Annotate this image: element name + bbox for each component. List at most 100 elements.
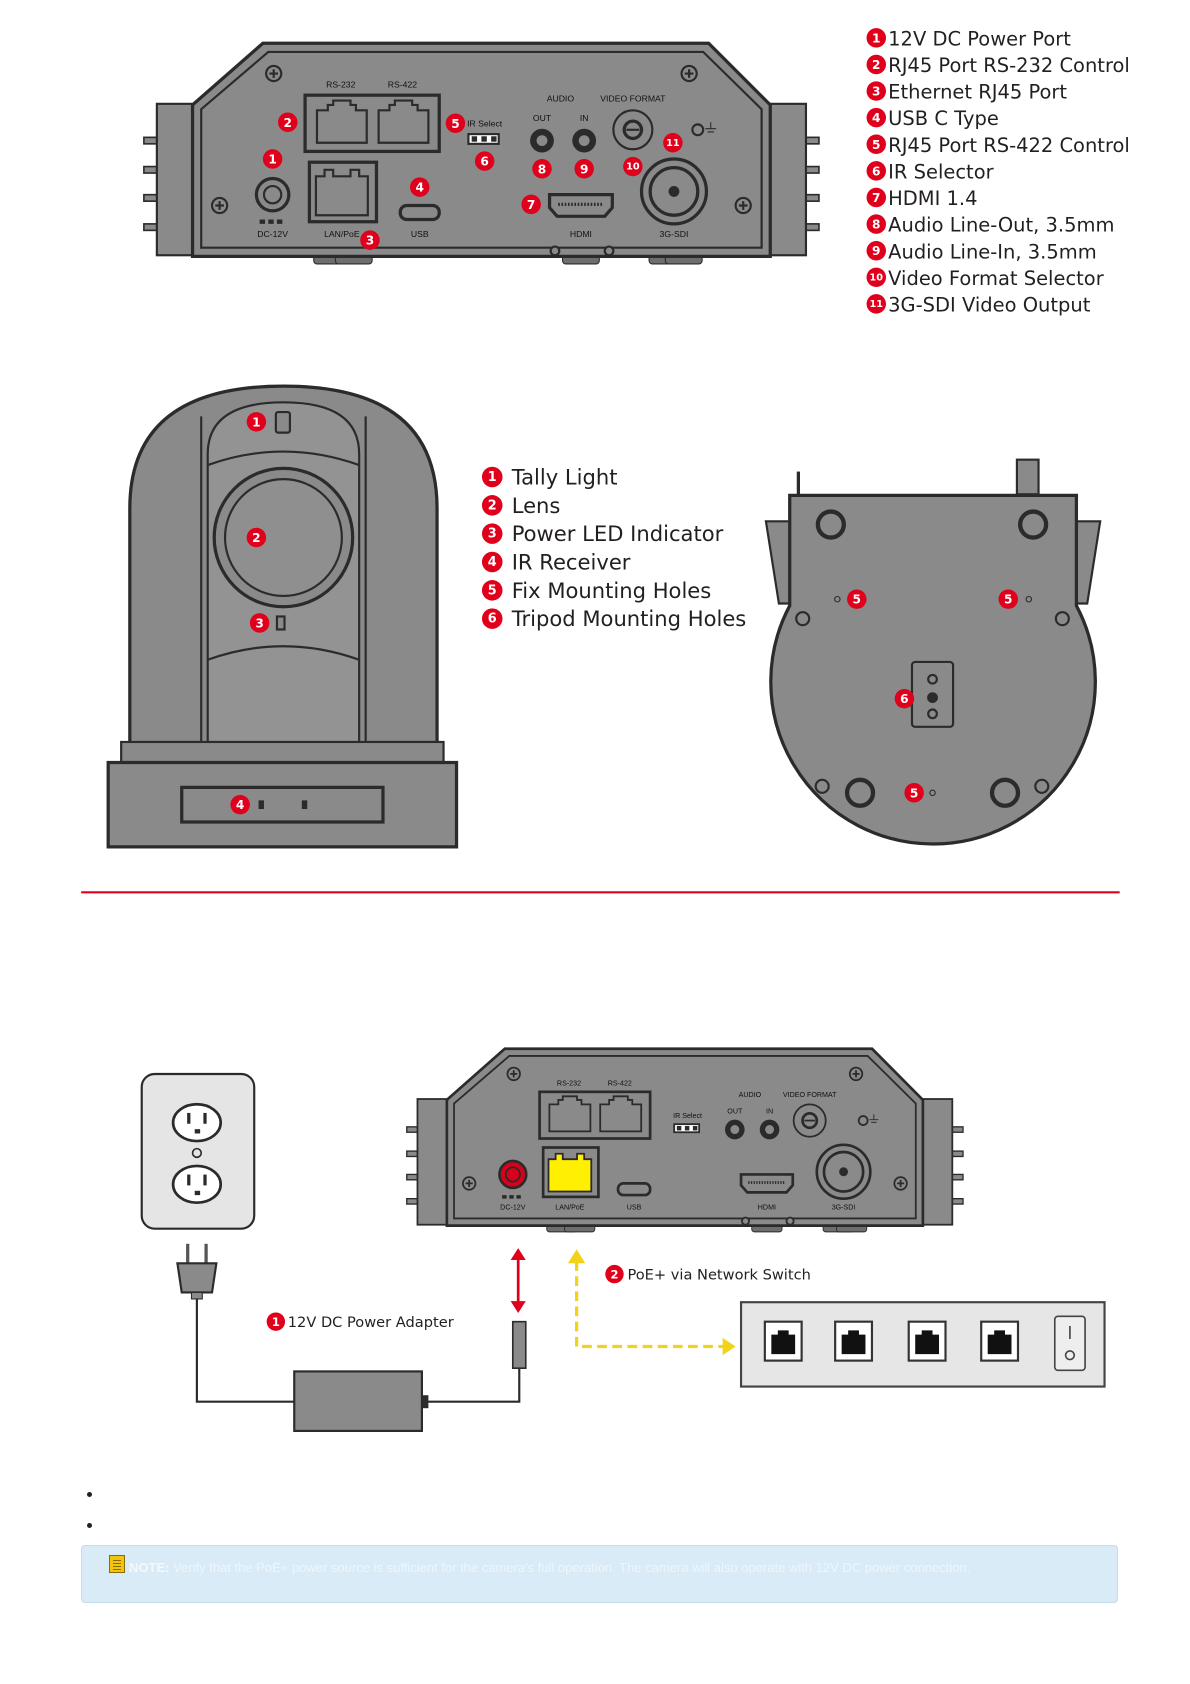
audio-out-jack-center	[536, 135, 548, 147]
badge-circle	[410, 177, 430, 197]
socket	[171, 1164, 223, 1205]
hdmi-label: HDMI	[758, 1203, 776, 1211]
callout-badge: 7	[521, 194, 541, 215]
power-plug	[176, 1243, 218, 1300]
badge-number: 2	[284, 116, 292, 130]
rs232-port	[315, 99, 368, 144]
ir-receiver	[301, 800, 308, 810]
badge-number: 6	[872, 164, 880, 178]
badge-number: 4	[872, 111, 880, 125]
head-seam	[207, 645, 360, 661]
screw	[1034, 778, 1050, 794]
callout-badge: 5	[998, 589, 1018, 609]
usb-c-port	[616, 1182, 652, 1197]
callout-badge: 6	[866, 161, 887, 181]
rs422-label: RS-422	[608, 1080, 632, 1088]
ground-icon	[869, 1114, 879, 1123]
ethernet-port-icon	[915, 1330, 940, 1355]
audio-in-jack-center	[578, 135, 590, 147]
screw-slot	[852, 1070, 860, 1078]
audio-in-jack-center	[765, 1125, 775, 1135]
usb-label: USB	[411, 229, 429, 239]
tripod-hole	[927, 673, 938, 685]
badge-circle	[866, 107, 887, 128]
panel-inner-edge	[200, 50, 763, 249]
badge-circle	[866, 267, 887, 288]
rs232-label: RS-232	[557, 1080, 581, 1088]
callout-badge: 2	[866, 54, 887, 75]
callout-badge: 3	[360, 230, 380, 250]
badge-number: 11	[666, 138, 680, 149]
legend-label: RJ45 Port RS-232 Control	[888, 54, 1130, 77]
note-body: Verify that the PoE+ power source is suf…	[173, 1560, 971, 1575]
badge-circle	[663, 133, 683, 153]
ir-select-label: IR Select	[673, 1112, 702, 1120]
screw-slot	[897, 1179, 905, 1187]
audio-label: AUDIO	[739, 1091, 762, 1099]
callout-badge: 6	[894, 688, 915, 709]
legend-label: Lens	[512, 493, 561, 518]
video-format-label: VIDEO FORMAT	[783, 1091, 837, 1099]
badge-number: 8	[538, 162, 546, 176]
badge-circle	[866, 54, 887, 75]
callout-badge: 5	[866, 134, 887, 155]
poe-arrow	[567, 1249, 736, 1356]
legend-label: Fix Mounting Holes	[512, 578, 712, 603]
lan-label: LAN/PoE	[324, 229, 360, 239]
callout-badge: 2	[278, 112, 298, 132]
ir-switch-pos	[676, 1125, 682, 1131]
tripod-hole	[927, 708, 938, 720]
callout-badge: 1	[266, 1312, 286, 1331]
callout-badge: 11	[663, 133, 683, 153]
ir-switch-pos	[471, 136, 478, 142]
badge-number: 8	[872, 218, 880, 232]
rs422-port	[377, 99, 430, 144]
badge-circle	[605, 1264, 624, 1284]
screw-slot	[684, 69, 694, 78]
socket	[171, 1102, 223, 1143]
callout-badge: 3	[481, 523, 503, 544]
badge-circle	[481, 608, 503, 629]
badge-circle	[481, 495, 503, 516]
tripod-hole	[927, 692, 938, 704]
callout-badge: 1	[246, 412, 267, 432]
ir-switch-pos	[491, 136, 497, 142]
badge-number: 5	[1004, 593, 1012, 607]
badge-number: 3	[488, 527, 497, 542]
legend-label: Tripod Mounting Holes	[511, 606, 747, 631]
bottom-screw	[549, 245, 561, 257]
badge-number: 7	[872, 191, 880, 205]
callout-badge: 2	[481, 495, 503, 516]
audio-in-label: IN	[766, 1107, 773, 1115]
mount-hole	[815, 509, 846, 540]
audio-out-label: OUT	[727, 1107, 743, 1115]
fix-hole	[834, 595, 841, 603]
power-led	[275, 615, 286, 631]
badge-number: 5	[451, 117, 459, 131]
badge-number: 6	[480, 155, 488, 169]
dc-power-port	[254, 176, 291, 213]
ethernet-port-icon	[987, 1330, 1012, 1355]
badge-number: 1	[268, 153, 276, 167]
rs422-label: RS-422	[388, 80, 417, 90]
callout-badge: 10	[623, 156, 643, 177]
video-format-label: VIDEO FORMAT	[600, 94, 666, 104]
bottom-screw	[741, 1216, 750, 1226]
callout-badge: 5	[481, 580, 503, 601]
power-adapter-label: 12V DC Power Adapter	[288, 1314, 454, 1331]
ethernet-port-icon	[771, 1330, 796, 1355]
legend-label: IR Receiver	[512, 550, 631, 575]
badge-number: 3	[255, 617, 263, 631]
lan-port	[547, 1152, 593, 1193]
